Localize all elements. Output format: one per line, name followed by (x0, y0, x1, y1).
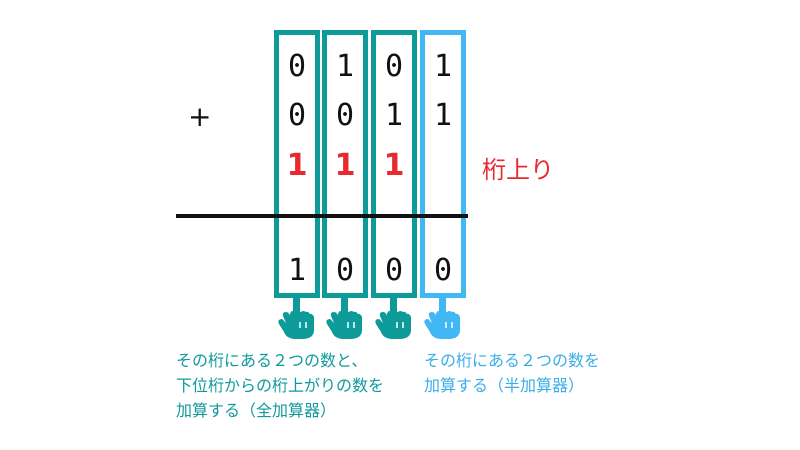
pointing-hand-icon (424, 294, 460, 339)
col1-top-digit: 0 (287, 49, 307, 84)
half-adder-note: その桁にある２つの数を 加算する（半加算器） (424, 351, 601, 395)
col2-carry-digit: 1 (334, 148, 356, 183)
sum-line (176, 214, 468, 218)
col2-result-digit: 0 (335, 253, 355, 288)
col3-result-digit: 0 (384, 253, 404, 288)
pointing-hand-icon (375, 294, 411, 339)
pointing-hand-icon (326, 294, 362, 339)
col4-middle-digit: 1 (433, 98, 453, 133)
col4-result-digit: 0 (433, 253, 453, 288)
col3-carry-digit: 1 (383, 148, 405, 183)
col1-carry-digit: 1 (286, 148, 308, 183)
col2-top-digit: 1 (335, 49, 355, 84)
col2-middle-digit: 0 (335, 98, 355, 133)
carry-label: 桁上り (482, 156, 554, 184)
full-adder-note: その桁にある２つの数と、 下位桁からの桁上がりの数を 加算する（全加算器） (176, 351, 385, 420)
pointing-hand-icon (278, 294, 314, 339)
col1-middle-digit: 0 (287, 98, 307, 133)
col3-top-digit: 0 (384, 49, 404, 84)
col1-result-digit: 1 (287, 253, 307, 288)
plus-sign: + (188, 100, 212, 133)
col4-top-digit: 1 (433, 49, 453, 84)
col3-middle-digit: 1 (384, 98, 404, 133)
